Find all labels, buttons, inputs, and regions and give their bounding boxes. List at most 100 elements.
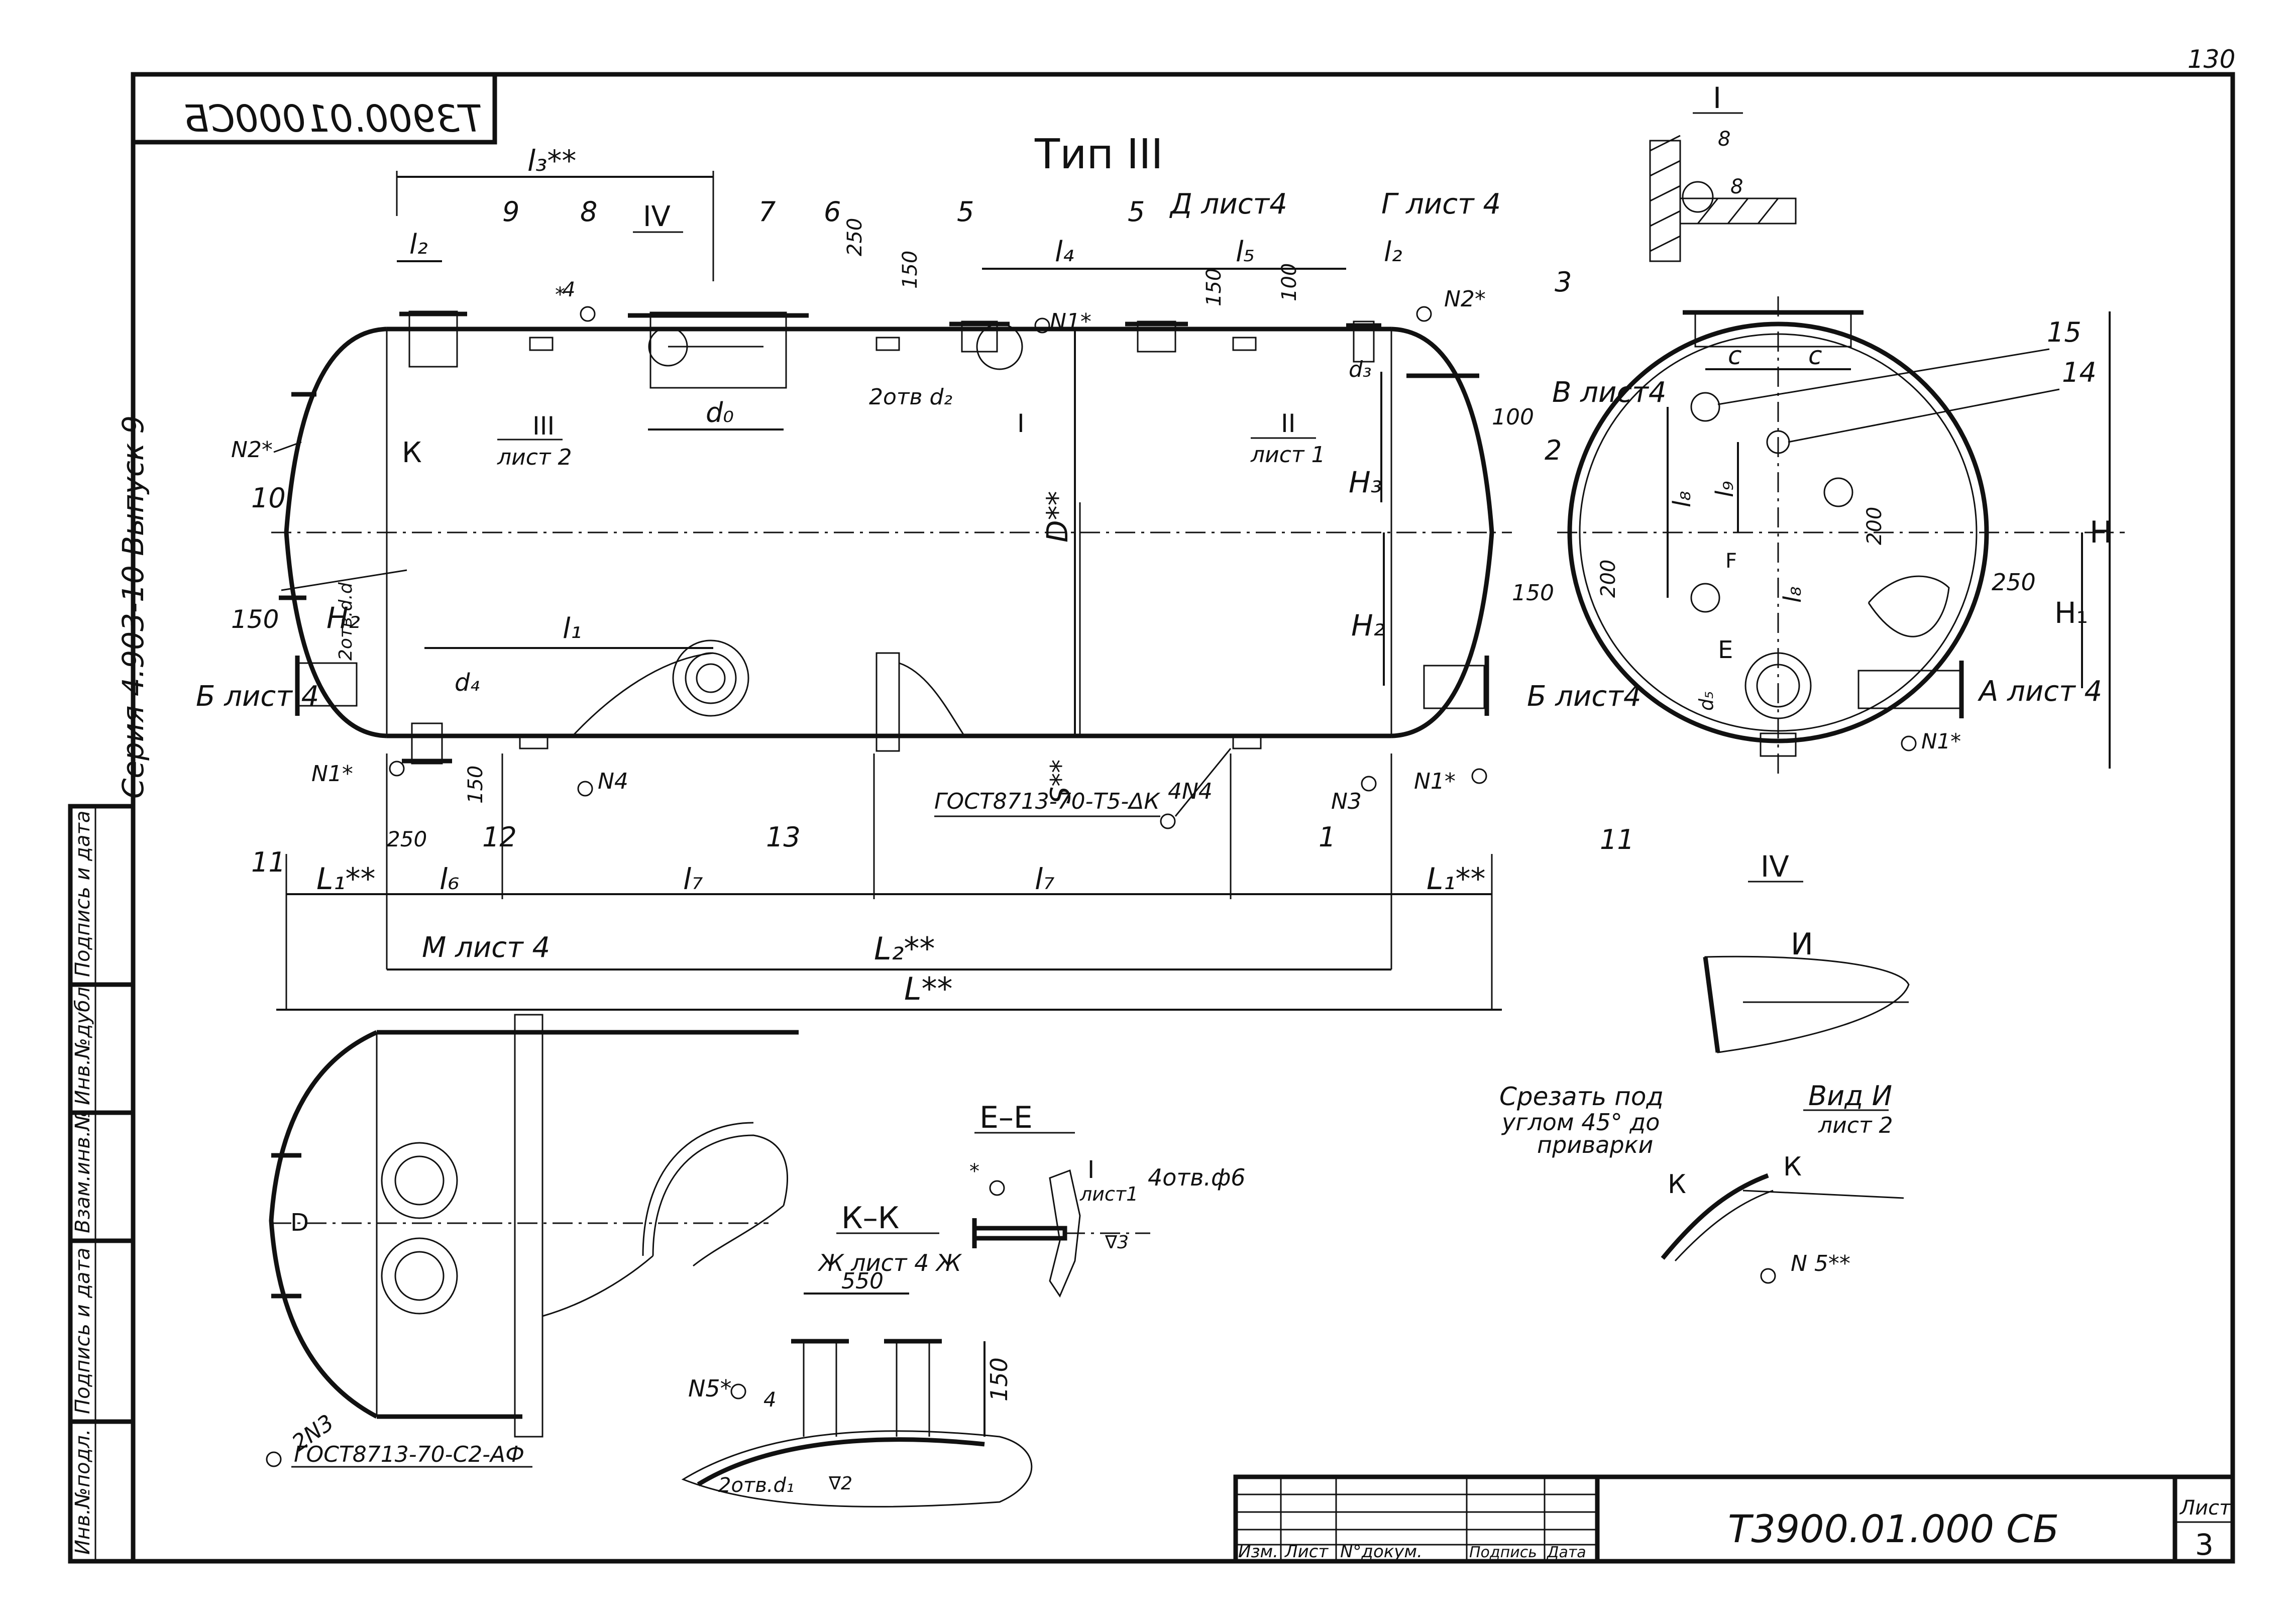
nozzle-N1-top: N1*	[1050, 309, 1091, 335]
nozzle-N3: N3	[1331, 789, 1362, 814]
side-col-sign-1: Подпись и дата	[71, 1248, 94, 1414]
end-nozzle-N1: N1*	[1921, 729, 1961, 754]
callout-14: 14	[2062, 357, 2097, 388]
gost-note-2: ГОСТ8713-70-С2-АФ	[294, 1442, 524, 1467]
callout-4: 4	[563, 278, 575, 301]
tb-sheet-label: Лист	[2179, 1496, 2232, 1520]
end-dim-c1: c	[1728, 341, 1742, 370]
detail-I-title: I	[1713, 81, 1721, 115]
view-M: М лист 4	[422, 931, 550, 964]
end-dim-H: H	[2090, 515, 2112, 550]
ref-II-sheet: лист 1	[1250, 442, 1326, 468]
section-EE-weld: ∇3	[1105, 1232, 1129, 1253]
nozzle-N4: N4	[598, 769, 628, 794]
side-col-sign-2: Подпись и дата	[71, 811, 94, 977]
tb-header-list: Лист	[1284, 1542, 1329, 1562]
callout-6: 6	[824, 196, 841, 228]
dim-L1-right: L₁**	[1427, 862, 1485, 897]
section-KK-550: 550	[841, 1268, 884, 1294]
detail-IV: IV И	[1703, 849, 1910, 1053]
dim-2holes-d: 2отв.d.d	[336, 582, 356, 661]
cut-note-3: приварки	[1537, 1131, 1653, 1158]
main-dimensions: l₃** l₂ l₄ l₅ l₂ 250 150 150 100 100 d₀ …	[231, 144, 1554, 1011]
end-view-E: Е	[1718, 636, 1733, 664]
nozzle-N5-detail: N 5**	[1791, 1251, 1850, 1276]
callout-10: 10	[251, 482, 286, 514]
view-D: Д лист4	[1169, 188, 1287, 221]
callout-5a: 5	[957, 196, 974, 228]
callout-11a: 11	[251, 846, 286, 878]
section-EE-ref-I-sheet: лист1	[1079, 1183, 1138, 1205]
view-G: Г лист 4	[1381, 188, 1501, 221]
section-EE-title: Е–Е	[979, 1100, 1033, 1135]
ref-III-sheet: лист 2	[497, 445, 572, 470]
section-KK-ref: Ж лист 4 Ж	[817, 1249, 962, 1276]
dim-H2-right: H₂	[1351, 608, 1385, 642]
detail-IV-title: IV	[1761, 849, 1789, 884]
view-I-title: Вид И	[1808, 1080, 1892, 1112]
callout-3: 3	[1555, 266, 1572, 298]
end-dim-200b: 200	[1863, 507, 1886, 545]
dim-250a: 250	[843, 218, 866, 256]
dim-D: D**	[1040, 491, 1074, 543]
nozzle-N1-right: N1*	[1414, 769, 1456, 794]
section-KK-holes: 2отв.d₁	[718, 1474, 794, 1497]
dim-S: S**	[1045, 760, 1076, 804]
dim-250b: 250	[387, 827, 427, 851]
dim-l1: l₁	[563, 612, 582, 645]
tb-sheet-number: 3	[2195, 1528, 2214, 1562]
dim-d4: d₄	[455, 669, 480, 697]
dim-150a: 150	[899, 251, 922, 289]
end-dim-l9: l₉	[1711, 481, 1739, 497]
section-KK-title: К–К	[841, 1201, 899, 1236]
dim-2holes-d2: 2отв d₂	[869, 384, 952, 410]
main-view-labels: N2* N2* N1* N1* N1* N3 N4 4N4 ГОСТ8713-7…	[196, 188, 1666, 964]
detail-IV-arrow-I: И	[1791, 927, 1813, 962]
dim-l7-left: l₇	[683, 862, 703, 896]
nozzle-N5-KK: N5*	[688, 1375, 732, 1402]
nozzle-4N4: 4N4	[1168, 779, 1213, 804]
dim-l2-right: l₂	[1384, 236, 1402, 268]
stamp-code-mirrored: Т3900.01000СБ	[183, 97, 482, 141]
side-column-labels: Инв.№подл. Подпись и дата Взам.инв.№ Инв…	[71, 811, 94, 1555]
dim-150e: 150	[464, 766, 487, 804]
end-view-F: F	[1725, 550, 1737, 573]
dim-H3: H₃	[1349, 465, 1382, 499]
callout-5b: 5	[1128, 196, 1145, 228]
dim-150d: 150	[231, 605, 279, 634]
callout-11b: 11	[1600, 824, 1634, 855]
end-view-A: А лист 4	[1978, 675, 2102, 708]
cut-note-2: углом 45° до	[1501, 1109, 1660, 1136]
view-B-left: Б лист 4	[196, 680, 319, 713]
callout-1: 1	[1319, 821, 1336, 853]
callout-12: 12	[482, 821, 517, 853]
series-label: Серия 4.903-10 Выпуск 9	[116, 415, 150, 799]
view-I-section: Срезать под углом 45° до приварки Вид И …	[1499, 1080, 1904, 1284]
dim-l2-left: l₂	[409, 229, 428, 260]
end-dim-l8-mid: l₈	[1779, 586, 1807, 603]
outer-frame	[131, 72, 2235, 1564]
callout-9: 9	[502, 196, 519, 228]
center-D: D	[290, 1209, 309, 1237]
tb-header-doc: N°докум.	[1340, 1542, 1423, 1562]
dim-l5: l₅	[1236, 236, 1255, 268]
end-dim-d5: d₅	[1695, 691, 1717, 711]
detail-I-8b: 8	[1730, 175, 1743, 198]
section-EE: Е–Е I лист1 4отв.ф6 * ∇3	[969, 1100, 1246, 1298]
dim-150c: 150	[1512, 580, 1554, 606]
end-dim-H1: H₁	[2054, 596, 2088, 630]
view-B-right: Б лист4	[1527, 680, 1641, 713]
view-I-K-2: К	[1783, 1152, 1802, 1182]
callout-2: 2	[1545, 435, 1562, 466]
view-V: В лист4	[1552, 376, 1666, 409]
detail-I-8a: 8	[1718, 128, 1730, 151]
callout-15: 15	[2047, 316, 2082, 348]
dim-100a: 100	[1278, 263, 1301, 301]
ref-IV: IV	[643, 200, 671, 233]
dim-d0: d₀	[706, 397, 734, 428]
callout-7: 7	[758, 196, 776, 228]
side-col-inv-dubl: Инв.№дубл.	[71, 981, 94, 1105]
section-KK-150: 150	[986, 1357, 1013, 1402]
star-note: *	[555, 283, 565, 306]
gost-note-1: ГОСТ8713-70-Т5-ΔК	[934, 789, 1160, 814]
